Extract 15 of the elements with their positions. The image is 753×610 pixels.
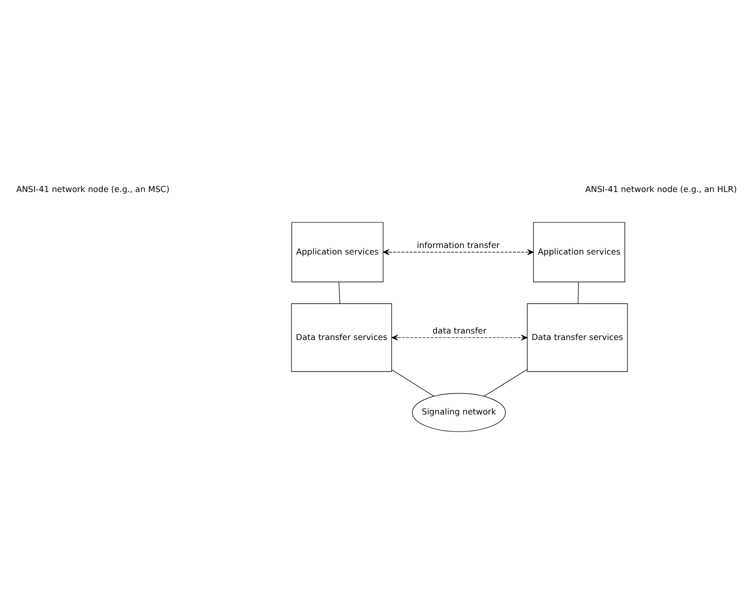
connector [578, 281, 579, 304]
node-box: Application services [291, 222, 384, 282]
edge-label: information transfer [416, 240, 500, 250]
edge-label: data transfer [432, 325, 486, 336]
node-box: Data transfer services [291, 302, 392, 372]
node-ellipse: Signaling network [412, 392, 506, 432]
node-box: Application services [533, 222, 626, 282]
connector [392, 369, 434, 396]
connector [338, 281, 340, 304]
label: ANSI-41 network node (e.g., an MSC) [16, 184, 170, 194]
node-box: Data transfer services [526, 302, 628, 372]
label: ANSI-41 network node (e.g., an HLR) [585, 184, 737, 194]
connector [484, 368, 528, 396]
arrow [392, 334, 528, 340]
arrow [382, 248, 534, 255]
